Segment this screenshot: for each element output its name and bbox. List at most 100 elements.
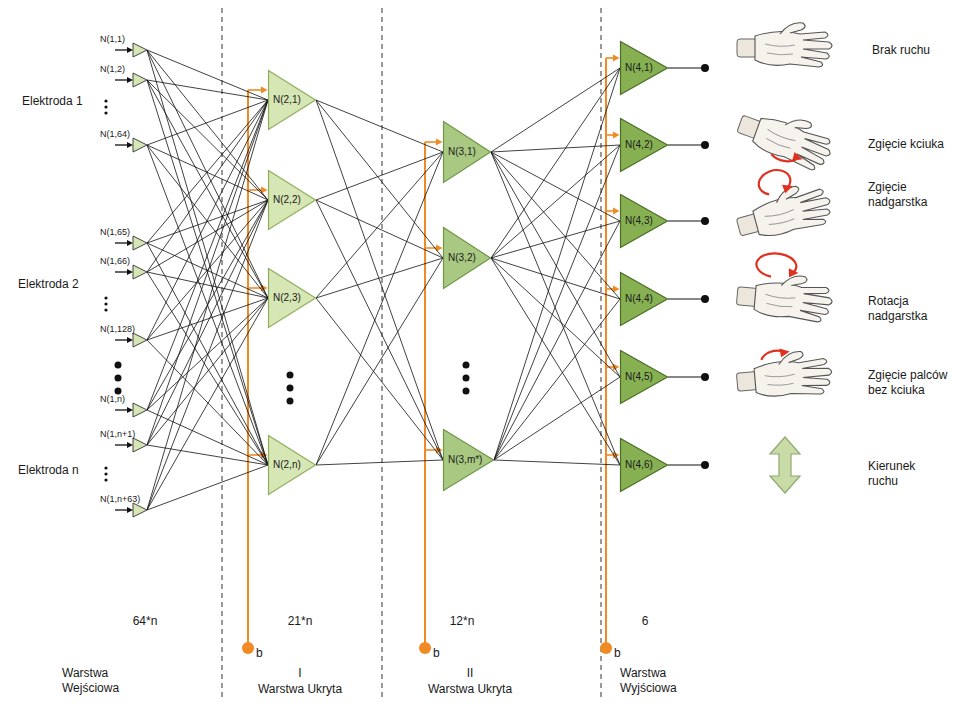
ellipsis-dots — [104, 99, 469, 481]
weight-connection — [491, 68, 620, 258]
electrode-label: Elektroda 2 — [18, 277, 79, 292]
neuron-label: N(4,4) — [625, 293, 653, 305]
ellipsis-dots — [287, 385, 294, 392]
neuron-triangle — [133, 43, 147, 57]
ellipsis-dots — [287, 398, 294, 405]
weight-connection — [147, 200, 268, 510]
bias-label: b — [614, 646, 621, 661]
weight-connection — [147, 80, 268, 465]
neuron-triangle — [269, 269, 316, 328]
weight-connection — [147, 80, 268, 200]
weight-connection — [491, 258, 620, 377]
bias-input — [613, 132, 620, 139]
weight-connection — [494, 377, 620, 460]
output-lead — [701, 295, 709, 303]
bias-input — [606, 57, 614, 59]
neuron-count: 21*n — [240, 614, 360, 629]
bias-input — [261, 87, 268, 94]
output-neuron: N(4,1) — [620, 41, 668, 95]
hand-illustration — [779, 348, 790, 358]
input-neuron: N(1,2) — [100, 58, 147, 88]
weight-connection — [491, 68, 620, 152]
weight-connection — [147, 50, 268, 465]
weight-connection — [147, 50, 268, 298]
output-lead — [701, 461, 709, 469]
output-lead — [701, 64, 709, 72]
ellipsis-dots — [104, 478, 107, 481]
layer-divider — [222, 8, 601, 700]
ellipsis-dots — [104, 99, 107, 102]
neuron-triangle — [621, 351, 668, 404]
layer-divider — [382, 8, 383, 700]
neuron-label: N(1,1) — [100, 34, 125, 45]
neuron-label: N(3,1) — [448, 146, 476, 158]
neuron-label: N(4,5) — [625, 371, 653, 383]
weight-connection — [147, 100, 268, 145]
weight-connection — [147, 340, 268, 465]
output-lead — [668, 220, 705, 221]
hidden-neuron: N(2,1) — [268, 70, 316, 130]
weight-connection — [316, 258, 443, 298]
neuron-triangle — [115, 49, 128, 50]
neuron-triangle — [133, 333, 147, 347]
bias-input — [248, 454, 262, 456]
output-neuron: N(4,6) — [620, 438, 668, 492]
ellipsis-dots — [463, 375, 470, 382]
neuron-triangle — [133, 236, 147, 250]
weight-connection — [147, 298, 268, 445]
weight-connection — [147, 145, 268, 200]
layer-name: II — [410, 666, 530, 681]
weight-connection — [494, 299, 620, 460]
weight-connection — [316, 200, 443, 460]
weight-connection — [316, 200, 443, 258]
bias-input — [613, 208, 620, 215]
hidden-neuron: N(2,2) — [268, 170, 316, 230]
neuron-label: N(2,1) — [273, 94, 301, 106]
input-neuron: N(1,65) — [100, 221, 147, 251]
input-neuron: N(1,n+63) — [100, 488, 147, 518]
weight-connection — [147, 298, 268, 510]
ellipsis-dots — [104, 466, 107, 469]
hand-illustration — [733, 100, 838, 175]
hand-illustration — [770, 437, 800, 493]
weight-connection — [491, 221, 620, 258]
weight-connection — [147, 410, 268, 465]
output-lead — [701, 141, 709, 149]
neuron-triangle — [133, 138, 147, 152]
bias-input — [606, 210, 614, 212]
output-lead — [701, 217, 709, 225]
weight-connection — [494, 68, 620, 460]
input-neuron: N(1,n) — [100, 388, 147, 418]
neuron-label: N(4,2) — [625, 139, 653, 151]
weight-connection — [494, 460, 620, 465]
neuron-triangle — [127, 507, 133, 513]
weight-connection — [147, 100, 268, 410]
hidden-neuron: N(2,3) — [268, 268, 316, 328]
neuron-label: N(2,n) — [273, 459, 301, 471]
neuron-triangle — [444, 430, 494, 491]
input-neuron: N(1,1) — [100, 28, 147, 58]
hand-illustration — [750, 114, 835, 174]
neuron-triangle — [621, 42, 668, 95]
neuron-label: N(1,n+1) — [100, 429, 135, 440]
neuron-triangle — [269, 71, 316, 130]
neuron-label: N(2,2) — [273, 194, 301, 206]
weight-connection — [147, 80, 268, 298]
neuron-label: N(1,2) — [100, 64, 125, 75]
neuron-label: N(4,1) — [625, 62, 653, 74]
neuron-label: N(3,m*) — [448, 454, 482, 466]
neuron-triangle — [115, 509, 128, 510]
weight-connection — [491, 145, 620, 258]
ellipsis-dots — [104, 296, 107, 299]
input-neuron: N(1,66) — [100, 250, 147, 280]
output-lead — [668, 298, 705, 299]
bias-label: b — [433, 646, 440, 661]
hand-illustration — [735, 344, 834, 401]
ellipsis-dots — [115, 362, 122, 369]
bias-input — [424, 142, 426, 644]
neuron-triangle — [621, 273, 668, 326]
neuron-triangle — [127, 142, 133, 148]
bias-input — [248, 89, 262, 91]
